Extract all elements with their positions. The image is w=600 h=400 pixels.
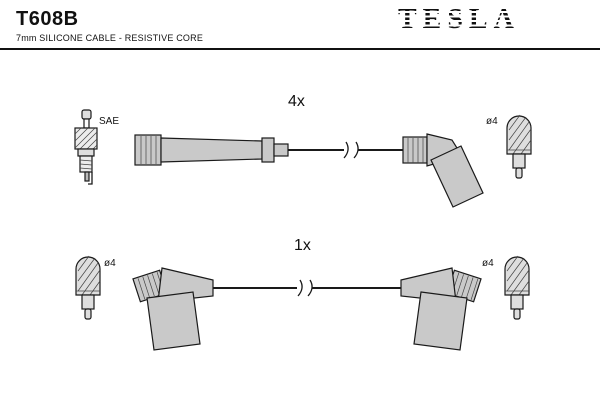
straight-boot-icon — [134, 134, 289, 166]
header-divider — [0, 48, 600, 50]
quantity-label-bottom: 1x — [294, 237, 311, 254]
elbow-boot-top-right-icon — [402, 133, 484, 208]
part-number: T608B — [16, 8, 79, 30]
diameter-label-bottom-right: ø4 — [482, 258, 494, 269]
terminal-icon-top-right — [506, 114, 532, 179]
sae-label: SAE — [99, 116, 119, 127]
wire-break-icon-top — [343, 141, 359, 159]
terminal-icon-bottom-left — [75, 255, 101, 320]
diameter-label-bottom-left: ø4 — [104, 258, 116, 269]
elbow-boot-bottom-left-icon — [132, 267, 214, 351]
quantity-label-top: 4x — [288, 93, 305, 110]
wire-break-icon-bottom — [297, 279, 313, 297]
elbow-boot-bottom-right-icon — [400, 267, 482, 351]
diameter-label-top-right: ø4 — [486, 116, 498, 127]
subtitle: 7mm SILICONE CABLE - RESISTIVE CORE — [16, 33, 204, 43]
terminal-icon-bottom-right — [504, 255, 530, 320]
spark-plug-icon — [74, 109, 98, 185]
